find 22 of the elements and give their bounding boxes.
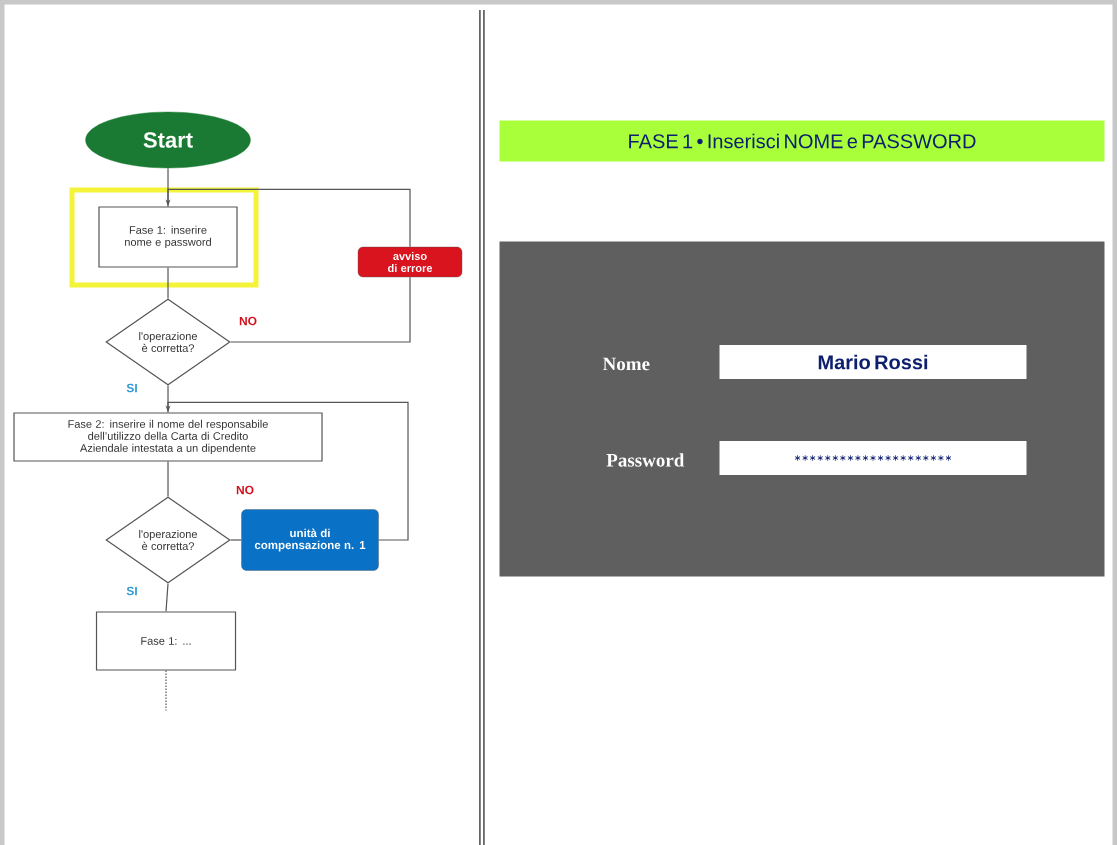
connector-line	[167, 385, 169, 413]
connector-line	[165, 670, 167, 712]
input-field: ∗∗∗∗∗∗∗∗∗∗∗∗∗∗∗∗∗∗∗∗∗	[719, 441, 1027, 475]
login-panel	[499, 241, 1105, 577]
connector-line	[165, 583, 169, 612]
process-box: Fase 1: ...	[95, 611, 237, 671]
edge-label: NO	[238, 315, 258, 327]
process-box: Fase 1: inserire nome e password	[98, 206, 238, 268]
connector-line	[167, 167, 169, 207]
edge-label: NO	[235, 484, 255, 496]
connector-line	[230, 276, 411, 343]
action-box: unità di compensazione n. 1	[241, 509, 379, 571]
field-label: Password	[606, 453, 685, 467]
input-field: Mario Rossi	[719, 345, 1027, 379]
connector-line	[167, 461, 169, 497]
action-box: avviso di errore	[357, 246, 463, 278]
field-label: Nome	[602, 357, 650, 371]
process-box: Fase 2: inserire il nome del responsabile dell’utilizzo della Carta di Credito Aziendale intestata a un dipendente	[13, 412, 323, 462]
title-banner: FASE 1 • Inserisci NOME e PASSWORD	[499, 120, 1105, 162]
connector-line	[167, 267, 169, 299]
edge-label: SI	[125, 585, 139, 597]
connector-line	[230, 539, 242, 541]
